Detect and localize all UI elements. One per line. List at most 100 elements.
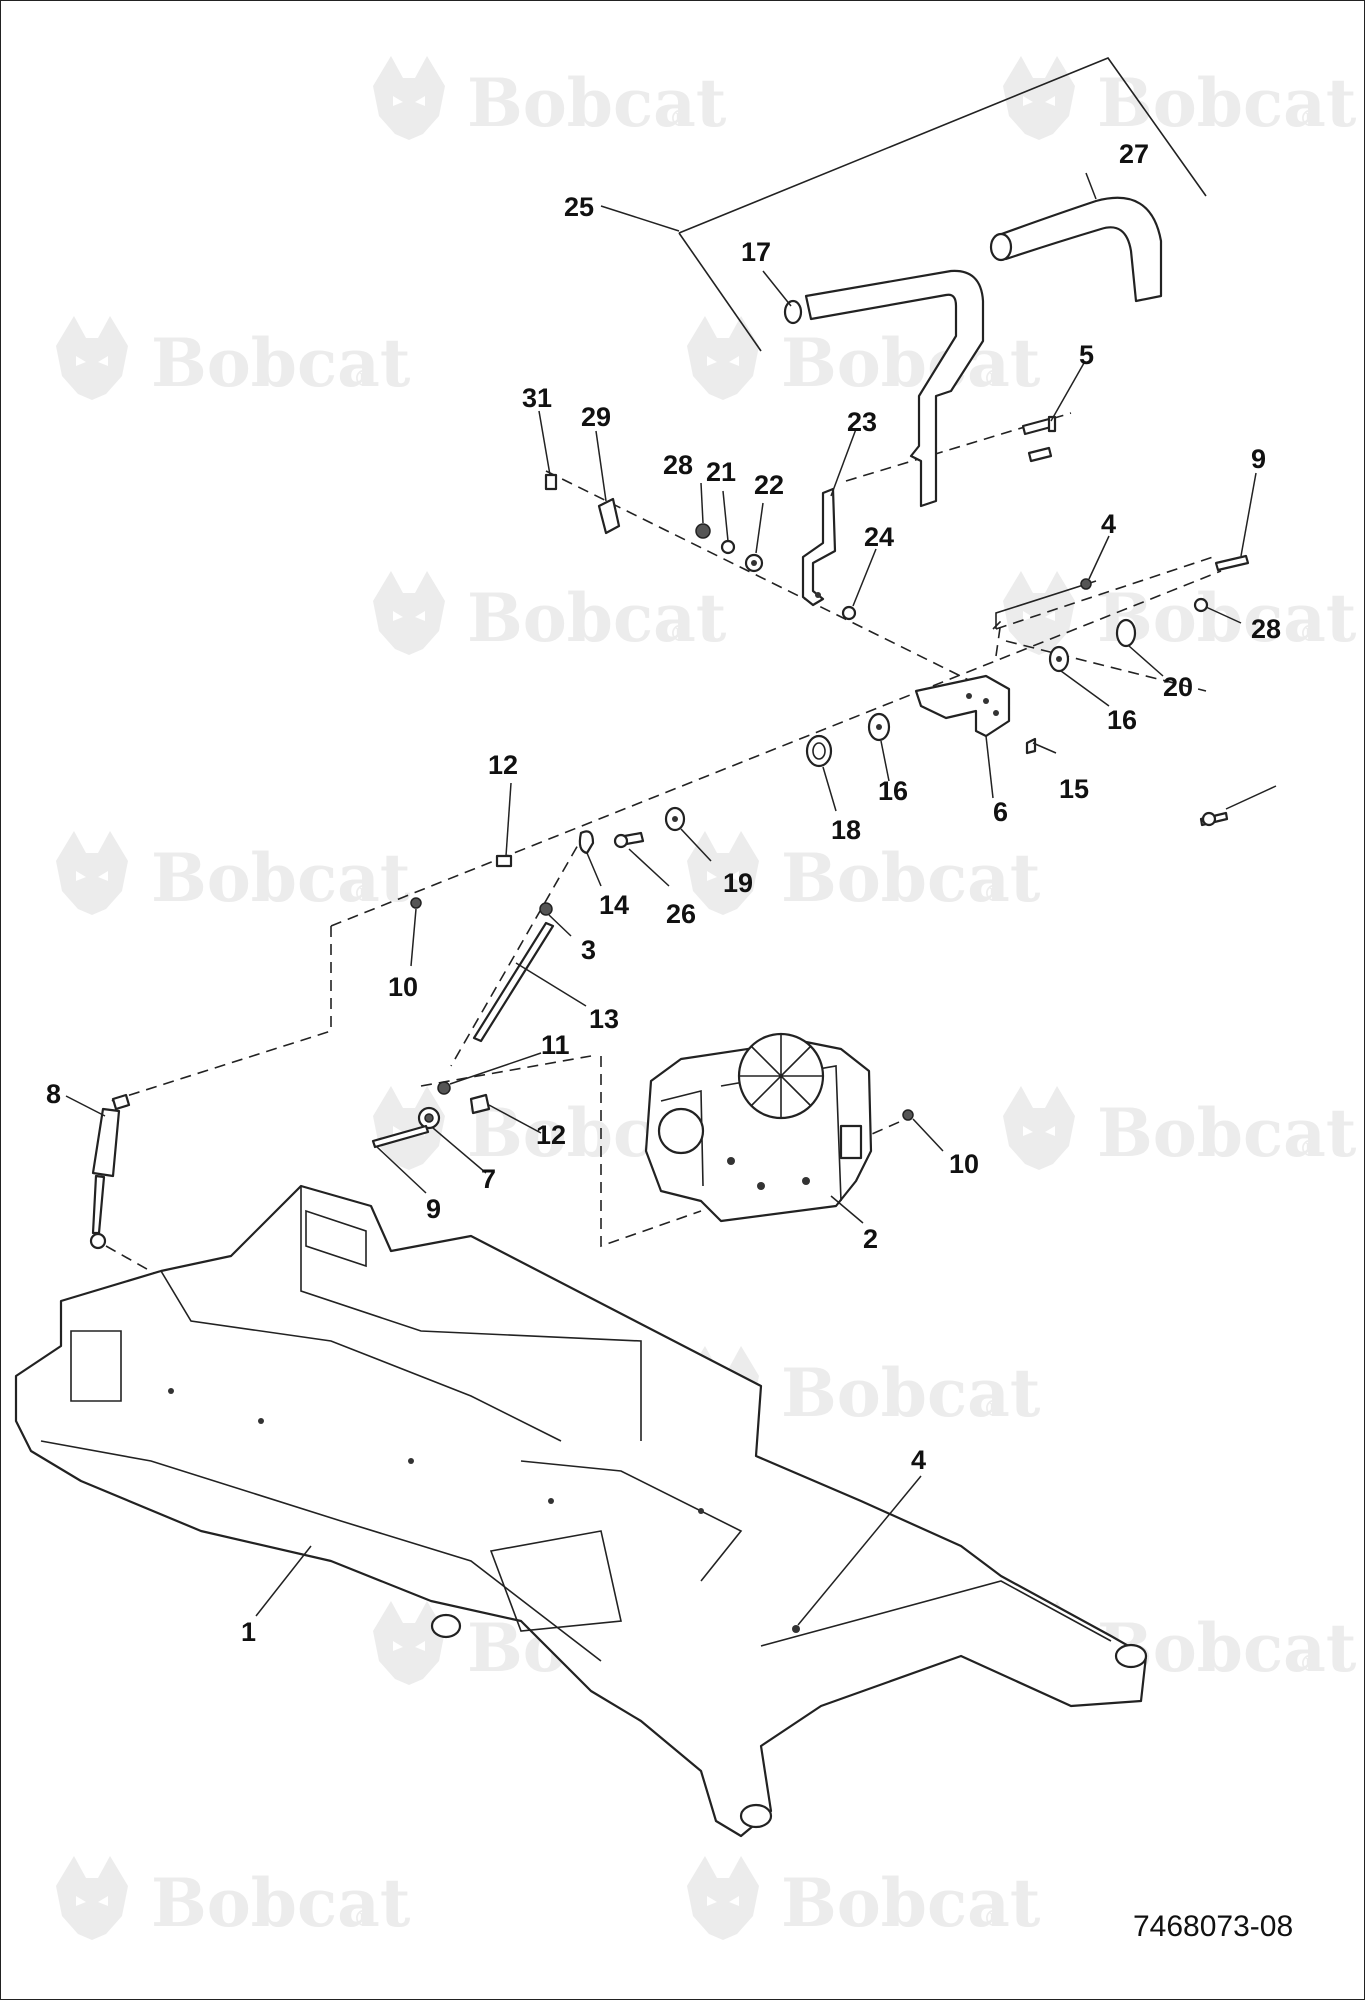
callout-4-upper: 4	[1101, 509, 1116, 539]
leader-3	[548, 914, 572, 937]
part-4-nut-lower	[792, 1625, 800, 1633]
strut-rod	[91, 1174, 106, 1235]
leader-14	[586, 852, 602, 887]
frame-rear-rail	[760, 1580, 1112, 1647]
leader-26	[628, 848, 670, 887]
part-14-clevis	[578, 830, 595, 855]
bobcat-logo-icon	[1003, 56, 1075, 140]
part-24-nut	[841, 605, 857, 621]
callout-28-right: 28	[1251, 614, 1281, 644]
watermark-1: Bobcat ®	[373, 56, 727, 142]
callout-29: 29	[581, 402, 611, 432]
frame-mount-plate	[489, 1530, 622, 1632]
watermark-trademark: ®	[353, 366, 375, 392]
leader-25	[600, 205, 680, 232]
leader-6	[985, 735, 994, 799]
callout-17: 17	[741, 237, 771, 267]
callout-9-upper: 9	[1251, 444, 1266, 474]
part-5-bolts	[1021, 415, 1057, 463]
part-21-washer	[720, 539, 736, 555]
callout-5: 5	[1079, 340, 1094, 370]
leader-9-lower	[376, 1146, 427, 1194]
watermark-trademark: ®	[353, 1906, 375, 1932]
bolt-5a	[1021, 417, 1053, 436]
dash-strut-link	[110, 926, 332, 1102]
callout-18: 18	[831, 815, 861, 845]
part-13-rod	[472, 921, 555, 1043]
leader-7	[65, 1095, 106, 1117]
leader-5	[1050, 362, 1085, 422]
part-3-nut	[539, 902, 553, 916]
bracket-6-body	[914, 674, 1011, 738]
frame-caster-left	[430, 1613, 462, 1639]
watermark-text: Bobcat	[1097, 579, 1357, 657]
frame-hole-c	[408, 1458, 414, 1464]
leader-12-upper	[505, 782, 512, 857]
watermark-text: Bobcat	[1097, 1094, 1357, 1172]
lower-linkage	[371, 1081, 491, 1149]
dash-upper-axis	[545, 470, 1012, 702]
tube-17-cap	[783, 299, 803, 325]
part-28-nut	[695, 523, 711, 539]
part-9-bolt-lower	[371, 1124, 430, 1149]
leader-24	[852, 548, 877, 607]
watermark-8: Bobcat ®	[687, 831, 1041, 917]
pump-face-edge	[660, 1089, 704, 1187]
part-22-hole	[751, 560, 757, 566]
bobcat-logo-icon	[56, 831, 128, 915]
watermark-text: Bobcat	[467, 64, 727, 142]
bracket-outline-line	[995, 580, 1097, 629]
frame-hole-e	[698, 1508, 704, 1514]
leader-27	[1085, 172, 1097, 200]
dash-bracket-23	[845, 412, 1072, 482]
watermark-text: Bobcat	[467, 579, 727, 657]
dash-bracket-6	[1005, 640, 1207, 692]
leader-16-upper	[1060, 670, 1110, 707]
dash-rod-lower	[330, 570, 1222, 927]
pump-bolt-b	[757, 1182, 765, 1190]
part-23-bracket	[801, 487, 837, 607]
part-15-spacer	[1025, 737, 1037, 755]
watermark-trademark: ®	[983, 881, 1005, 907]
tube-17-body	[804, 269, 985, 508]
callout-2: 2	[863, 1224, 878, 1254]
watermark-3: Bobcat ®	[56, 316, 411, 402]
leader-16-lower	[880, 740, 890, 782]
part-10-nut-pump	[902, 1109, 914, 1121]
callout-8: 7	[481, 1164, 496, 1194]
dash-spacer-15	[992, 618, 1003, 657]
leader-8	[432, 1127, 487, 1174]
bobcat-logo-icon	[373, 56, 445, 140]
part-6-bracket	[914, 674, 1037, 755]
bracket-6-hole-a	[983, 698, 989, 704]
dash-bolt-9	[420, 1055, 592, 1087]
frame-hole-d	[548, 1498, 554, 1504]
dash-linkage-rod	[450, 830, 587, 1067]
watermark-4: Bobcat ®	[687, 316, 1041, 402]
strut-bottom-end	[89, 1232, 107, 1250]
bracket-6-hole-b	[966, 693, 972, 699]
watermark-trademark: ®	[353, 881, 375, 907]
callout-12-lower: 12	[536, 1120, 566, 1150]
frame-hole-a	[168, 1388, 174, 1394]
part-27-hose	[989, 196, 1163, 303]
callout-7: 8	[46, 1079, 61, 1109]
part-26-head	[613, 833, 629, 849]
callout-14: 14	[599, 890, 629, 920]
bracket-6-hole-c	[993, 710, 999, 716]
part-2-pump	[644, 1032, 914, 1223]
hose-27-body	[994, 196, 1163, 303]
part-20-bushing	[1115, 618, 1137, 648]
bobcat-logo-icon	[687, 316, 759, 400]
callouts: 25 27 17 5 31 29 28 21 22 23 24 9 4 28 2…	[46, 139, 1281, 1647]
pump-port-left	[657, 1107, 705, 1155]
watermark-5: Bobcat ®	[373, 571, 727, 657]
leader-11	[449, 1052, 542, 1085]
watermark-10: Bobcat ®	[1003, 1086, 1357, 1172]
watermark-trademark: ®	[1299, 106, 1321, 132]
watermark-text: Bobcat	[151, 324, 411, 402]
part-9-bolt-upper	[1214, 554, 1250, 572]
callout-16-upper: 16	[1107, 705, 1137, 735]
